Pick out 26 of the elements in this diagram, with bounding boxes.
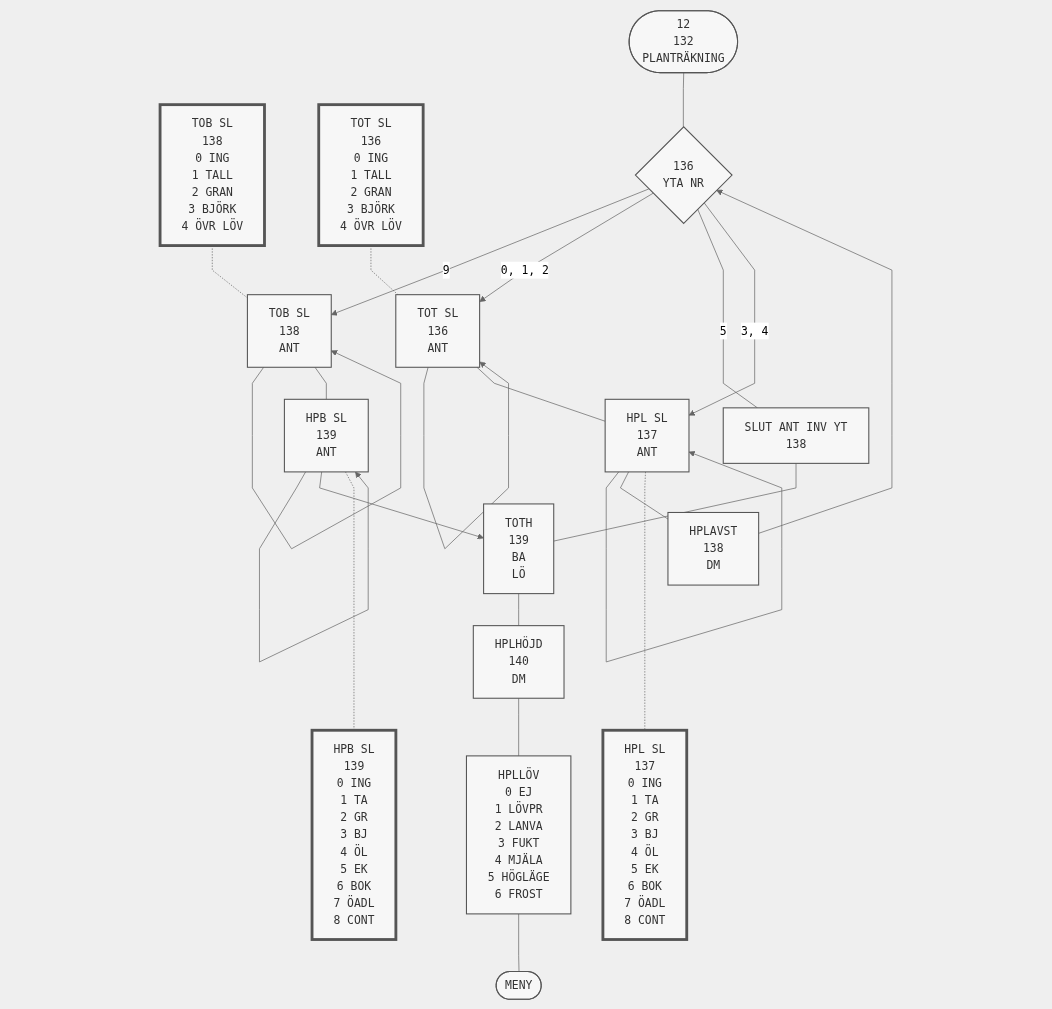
connector [518,913,520,972]
connector [476,366,606,422]
node-box: TOT SL 136 ANT [395,293,481,368]
connector [518,592,520,626]
edge-label: 9 [442,262,450,277]
node-diamond: 136 YTA NR [634,125,733,224]
edge-label: 0, 1, 2 [500,262,549,277]
edge-label: 3, 4 [740,323,769,337]
connector [314,366,327,400]
node-box: HPL SL 137 ANT [604,398,690,472]
node-box: HPL SL 137 0 ING 1 TA 2 GR 3 BJ 4 ÖL 5 EK 6 BOK 7 ÖADL 8 CONT [601,728,689,941]
node-box: HPB SL 139 ANT [283,398,369,472]
node-box: SLUT ANT INV YT 138 [722,406,870,464]
node-box: HPLLÖV 0 EJ 1 LÖVPR 2 LANVA 3 FUKT 4 MJÄLA 5 HÖGLÄGE 6 FROST [465,754,572,914]
connector [553,462,797,541]
connector [518,697,520,756]
edge-label: 5 [719,323,727,337]
node-box: TOB SL 138 ANT [246,293,332,368]
node-box: TOTH 139 BA LÖ [483,502,555,594]
connector [683,72,685,127]
node-box: HPB SL 139 0 ING 1 TA 2 GR 3 BJ 4 ÖL 5 EK 6 BOK 7 ÖADL 8 CONT [310,728,398,941]
connector [697,208,758,408]
node-box: HPLAVST 138 DM [667,511,760,586]
node-box: HPLHÖJD 140 DM [472,624,565,699]
node-box: TOT SL 136 0 ING 1 TALL 2 GRAN 3 BJÖRK 4 ÖVR LÖV [317,102,425,247]
node-box: TOB SL 138 0 ING 1 TALL 2 GRAN 3 BJÖRK 4 ÖVR LÖV [158,102,266,247]
